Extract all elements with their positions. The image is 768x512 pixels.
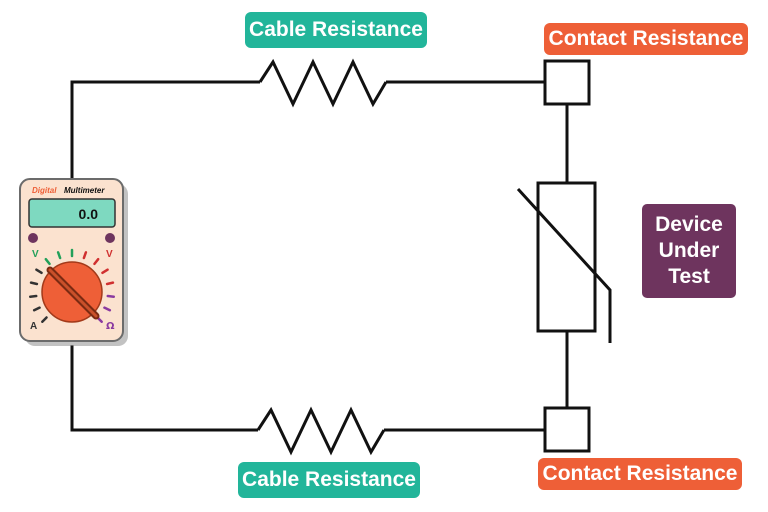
- dial-tick: [105, 281, 115, 286]
- dial-tick: [35, 268, 43, 275]
- dial-label-voltage-right: V: [106, 249, 113, 260]
- dial-tick: [56, 251, 62, 260]
- multimeter-brand-multimeter: Multimeter: [64, 186, 105, 195]
- dial-label-current: A: [30, 321, 37, 332]
- multimeter-button-left: [28, 233, 38, 243]
- dial-tick: [93, 257, 100, 266]
- cable-resistor-bottom: [256, 406, 386, 456]
- cable-resistance-label-top: Cable Resistance: [245, 12, 427, 48]
- device-under-test-label: Device Under Test: [642, 204, 736, 298]
- contact-top: [543, 59, 591, 106]
- dial-tick: [101, 268, 109, 275]
- cable-resistance-label-bottom: Cable Resistance: [238, 462, 420, 498]
- device-resistor: [536, 181, 597, 333]
- dial-tick: [106, 294, 115, 298]
- circuit-wires: [70, 58, 569, 456]
- contact-bottom: [543, 406, 591, 453]
- top-wire-left: [70, 80, 260, 182]
- cable-resistor-top: [258, 58, 388, 108]
- multimeter-dial-pointer-highlight: [48, 268, 98, 318]
- multimeter-brand-digital: Digital: [32, 186, 57, 195]
- dial-tick: [44, 257, 51, 266]
- contact-resistance-label-top: Contact Resistance: [544, 23, 748, 55]
- dial-label-voltage-left: V: [32, 249, 39, 260]
- device-under-test-line-3: Test: [668, 265, 710, 288]
- dial-tick: [82, 251, 88, 260]
- dial-label-resistance: Ω: [106, 321, 115, 332]
- multimeter-display: [28, 198, 116, 228]
- multimeter-button-right: [105, 233, 115, 243]
- dial-tick: [41, 316, 48, 323]
- dial-tick: [29, 281, 39, 286]
- digital-multimeter: Digital Multimeter 0.0 V V A Ω: [19, 178, 128, 346]
- dial-tick: [29, 294, 38, 298]
- dial-tick: [32, 306, 41, 312]
- dial-tick: [103, 306, 112, 312]
- device-variable-arrow: [516, 187, 612, 343]
- multimeter-display-value: 0.0: [79, 206, 99, 222]
- bottom-wire-left: [70, 345, 258, 432]
- device-under-test-line-2: Under: [658, 239, 720, 262]
- device-under-test-line-1: Device: [655, 213, 723, 236]
- contact-resistance-label-bottom: Contact Resistance: [538, 458, 742, 490]
